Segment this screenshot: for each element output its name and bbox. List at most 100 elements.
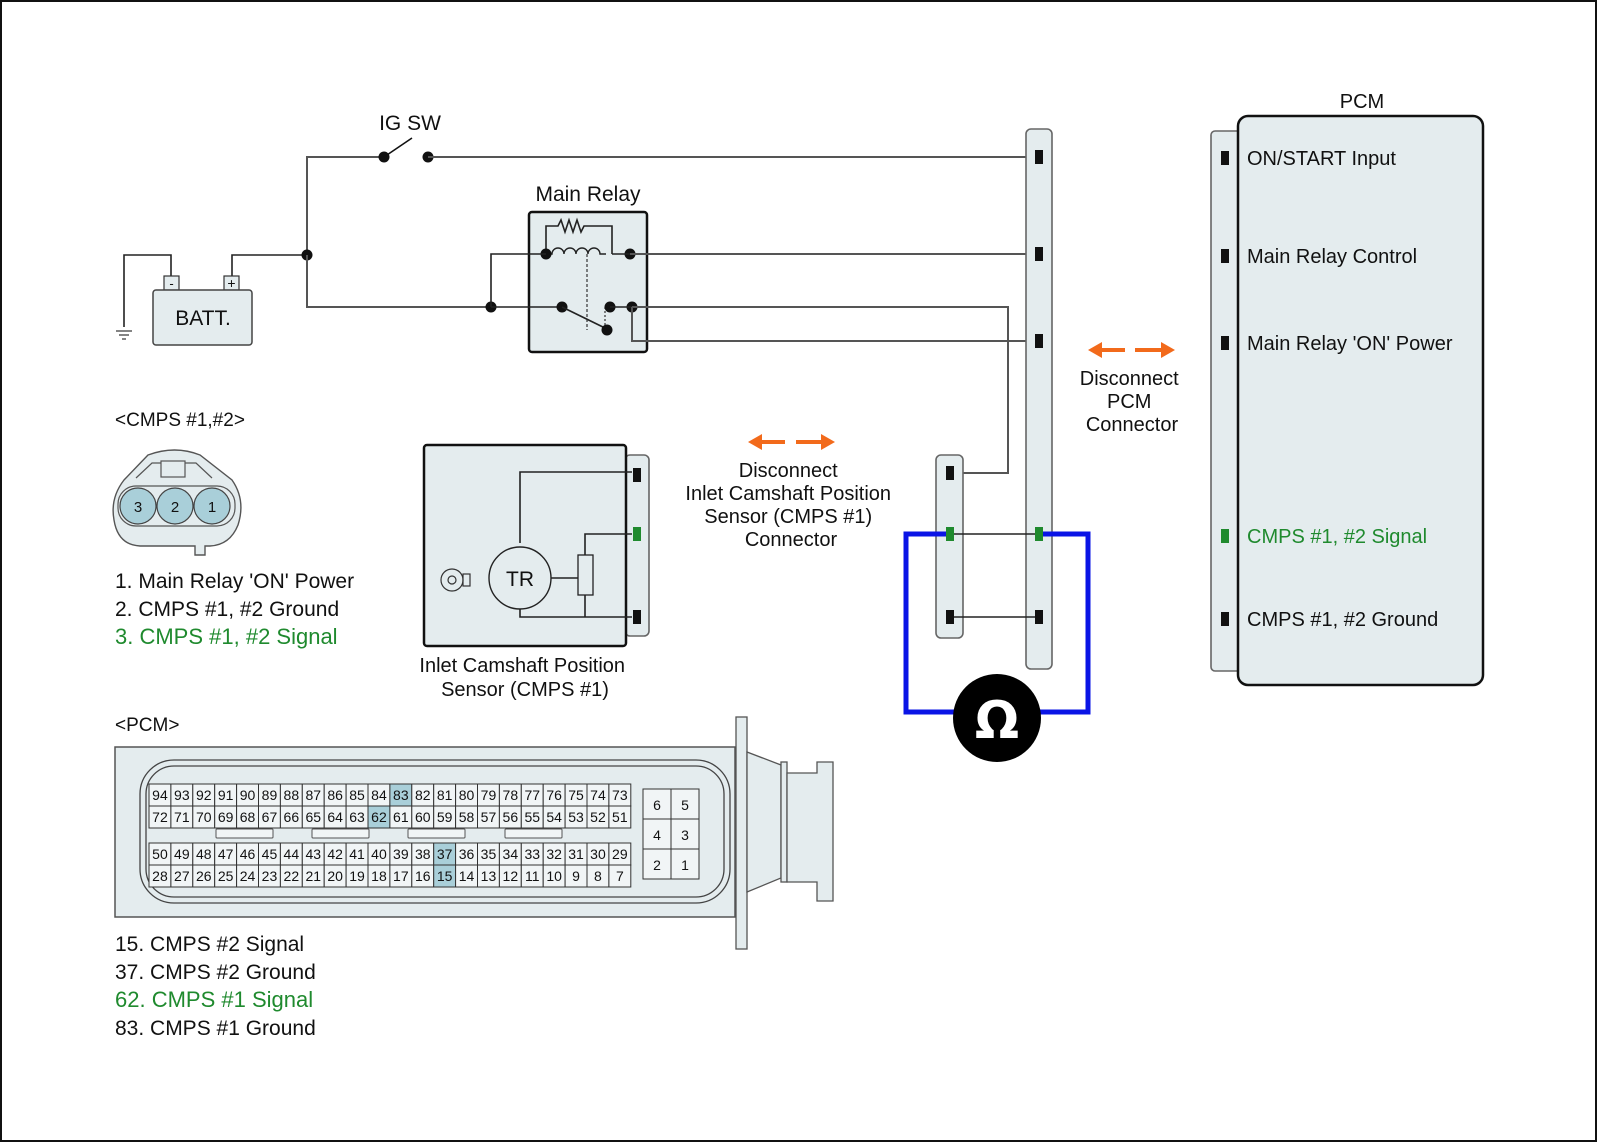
- pcm-power-cell: [670, 818, 700, 850]
- pcm-pin-terminal: [1221, 529, 1229, 543]
- pcm-terminal-number: 58: [459, 809, 475, 825]
- pcm-terminal-number: 12: [503, 868, 519, 884]
- svg-text:Disconnect Inlet Camshaf: Disconnect Inlet Camshaft Position Senso…: [685, 460, 896, 551]
- cmps-connector-pin: [156, 487, 194, 525]
- pcm-terminal-number: 72: [152, 809, 168, 825]
- pcm-terminal-number: 38: [415, 846, 431, 862]
- disconnect-pcm-line: PCM: [1107, 391, 1151, 413]
- pcm-terminal-number: 63: [349, 809, 365, 825]
- cmps-legend-item: 3. CMPS #1, #2 Signal: [115, 624, 338, 649]
- disconnect-pcm-line: Disconnect: [1080, 368, 1179, 390]
- pcm-terminal-number: 64: [327, 809, 343, 825]
- pcm-pin-label: CMPS #1, #2 Ground: [1247, 609, 1438, 631]
- pcm-terminal-number: 51: [612, 809, 628, 825]
- pcm-terminal-number: 44: [284, 846, 300, 862]
- pcm-terminal-number: 65: [305, 809, 321, 825]
- pcm-terminal-number: 76: [546, 787, 562, 803]
- sensor-caption-line: Inlet Camshaft Position: [419, 655, 625, 677]
- pcm-terminal-number: 49: [174, 846, 190, 862]
- pcm-pin-label: ON/START Input: [1247, 148, 1396, 170]
- pcm-terminal-number: 84: [371, 787, 387, 803]
- pcm-terminal-number: 17: [393, 868, 409, 884]
- pcm-terminal-number: 10: [546, 868, 562, 884]
- pcm-terminal-number: 30: [590, 846, 606, 862]
- pcm-terminal-number: 15: [437, 868, 453, 884]
- pcm-terminal-number: 45: [262, 846, 278, 862]
- cmps-legend-item: 1. Main Relay 'ON' Power: [115, 570, 354, 593]
- pcm-terminal-cell: [608, 864, 632, 888]
- cmps-legend-item: 2. CMPS #1, #2 Ground: [115, 598, 339, 621]
- pcm-terminal-number: 53: [568, 809, 584, 825]
- pcm-terminal-number: 79: [481, 787, 497, 803]
- pcm-terminal-number: 89: [262, 787, 278, 803]
- pcm-terminal-number: 93: [174, 787, 190, 803]
- disconnect-pcm-annotation: Disconnect PCM Connector: [1080, 342, 1179, 436]
- pcm-terminal-number: 61: [393, 809, 409, 825]
- pcm-pin-terminal: [1221, 249, 1229, 263]
- pcm-connector-title: <PCM>: [115, 715, 179, 736]
- pcm-terminal-number: 88: [284, 787, 300, 803]
- pcm-terminal-number: 16: [415, 868, 431, 884]
- pcm-power-number: 4: [653, 827, 661, 843]
- disconnect-arrow-icon: [1088, 342, 1175, 358]
- pcm-terminal-number: 31: [568, 846, 584, 862]
- pcm-terminal-number: 60: [415, 809, 431, 825]
- pcm-terminal-number: 68: [240, 809, 256, 825]
- pcm-pin-label: Main Relay 'ON' Power: [1247, 333, 1453, 355]
- pcm-terminal-number: 20: [327, 868, 343, 884]
- pcm-terminal-number: 69: [218, 809, 234, 825]
- disconnect-cmps-line: Connector: [745, 529, 838, 551]
- pcm-terminal-number: 71: [174, 809, 190, 825]
- pcm-power-number: 5: [681, 797, 689, 813]
- pcm-terminal-number: 78: [503, 787, 519, 803]
- pcm-terminal-number: 13: [481, 868, 497, 884]
- pcm-terminal-number: 67: [262, 809, 278, 825]
- pcm-power-number: 1: [681, 857, 689, 873]
- svg-text:Inlet Camshaft Position: Inlet Camshaft Position Sensor (CMPS #1): [419, 655, 630, 701]
- pcm-terminal-number: 87: [305, 787, 321, 803]
- pcm-terminal-number: 39: [393, 846, 409, 862]
- pcm-pin-terminal: [1221, 151, 1229, 165]
- inlet-camshaft-sensor: TR Inlet Camshaft Position Sensor (CMPS …: [419, 443, 650, 701]
- pcm-power-cell: [670, 848, 700, 880]
- pcm-terminal-number: 36: [459, 846, 475, 862]
- pcm-terminal-number: 11: [525, 868, 540, 884]
- pcm-terminal-number: 90: [240, 787, 256, 803]
- pcm-terminal-number: 21: [305, 868, 321, 884]
- pcm-pin-label: Main Relay Control: [1247, 246, 1417, 268]
- pcm-terminal-number: 48: [196, 846, 212, 862]
- pcm-terminal-number: 22: [284, 868, 300, 884]
- disconnect-arrow-icon: [748, 434, 835, 450]
- pcm-terminal-number: 34: [503, 846, 519, 862]
- cmps-connector-pin: [119, 487, 157, 525]
- pcm-terminal-number: 55: [524, 809, 540, 825]
- pcm-power-cell: [642, 848, 672, 880]
- pcm-terminal-cell: [608, 805, 632, 829]
- pcm-legend-item: 62. CMPS #1 Signal: [115, 987, 313, 1012]
- pcm-terminal-number: 86: [327, 787, 343, 803]
- main-relay: Main Relay: [485, 183, 1038, 474]
- pcm-terminal-number: 75: [568, 787, 584, 803]
- battery-negative-label: -: [169, 276, 173, 291]
- pcm-terminal-number: 91: [218, 787, 234, 803]
- pcm-terminal-number: 32: [546, 846, 562, 862]
- pcm-terminal-number: 85: [349, 787, 365, 803]
- ohm-symbol: Ω: [975, 691, 1019, 751]
- pcm-terminal-number: 35: [481, 846, 497, 862]
- sensor-caption-line: Sensor (CMPS #1): [441, 679, 609, 701]
- battery-label: BATT.: [175, 307, 231, 330]
- pcm-terminal-number: 59: [437, 809, 453, 825]
- cmps-pin-number: 3: [134, 499, 142, 516]
- pcm-terminal-number: 54: [546, 809, 562, 825]
- pcm-terminal-number: 23: [262, 868, 278, 884]
- ignition-switch: IG SW: [306, 112, 1038, 252]
- pcm-terminal-number: 46: [240, 846, 256, 862]
- cmps-pin-number: 1: [208, 499, 216, 516]
- sensor-connector-strip: [935, 454, 1035, 639]
- pcm-terminal-number: 92: [196, 787, 212, 803]
- pcm-terminal-number: 50: [152, 846, 168, 862]
- pcm-terminal-number: 28: [152, 868, 168, 884]
